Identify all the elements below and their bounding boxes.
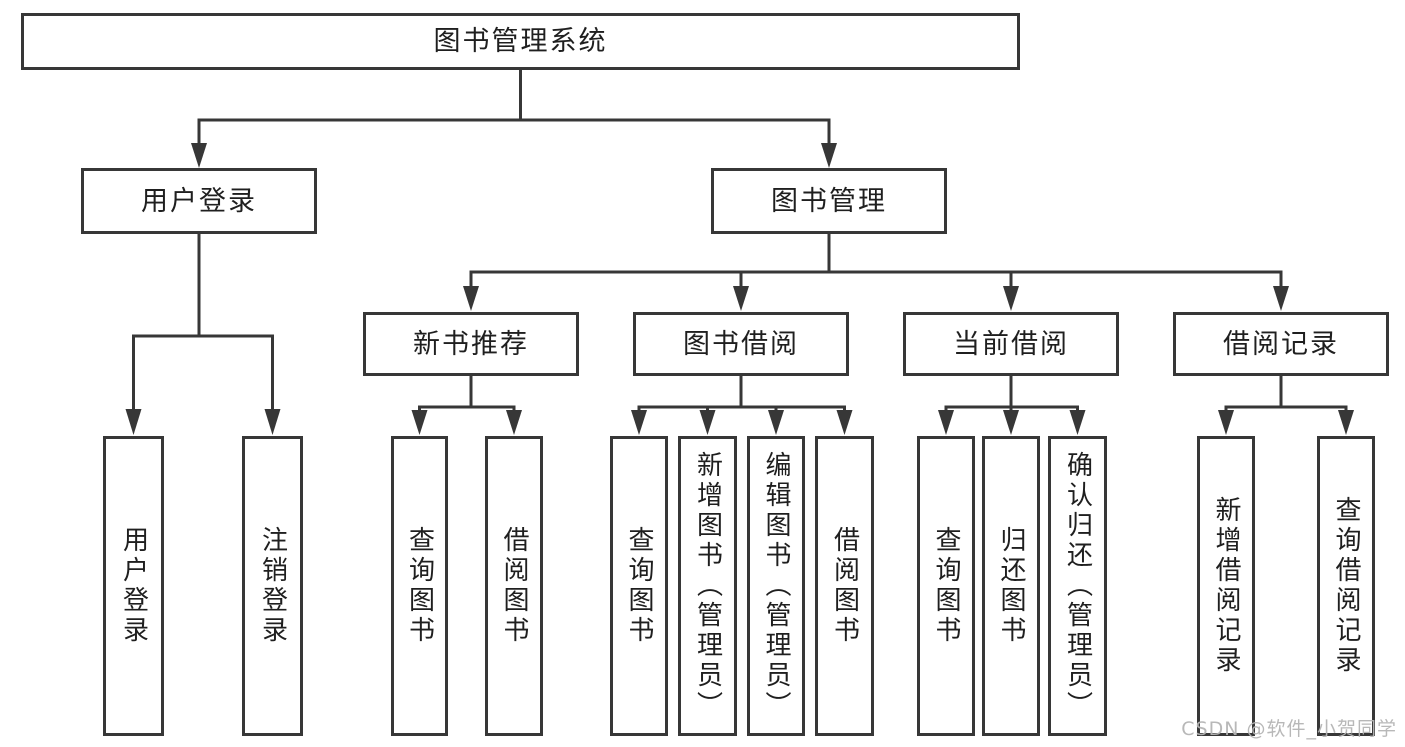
leaf-newrec-query-books: 查询图书 — [391, 436, 448, 736]
connector-new-rec-children — [411, 376, 522, 435]
connector-records-children — [1218, 376, 1354, 435]
leaf-records-add-record: 新增借阅记录 — [1197, 436, 1255, 736]
node-new-book-rec: 新书推荐 — [363, 312, 579, 376]
node-root: 图书管理系统 — [21, 13, 1020, 70]
leaf-borrow-add-books-admin: 新增图书（管理员） — [678, 436, 737, 736]
csdn-watermark: CSDN @软件_小贺同学 — [1181, 718, 1397, 740]
leaf-borrow-edit-books-admin: 编辑图书（管理员） — [747, 436, 805, 736]
connector-root-to-level2 — [191, 70, 837, 168]
leaf-borrow-query-books: 查询图书 — [610, 436, 668, 736]
node-current-borrow: 当前借阅 — [903, 312, 1119, 376]
node-user-login: 用户登录 — [81, 168, 317, 234]
node-book-borrow: 图书借阅 — [633, 312, 849, 376]
connector-book-mgmt-children — [463, 234, 1289, 311]
node-borrow-records: 借阅记录 — [1173, 312, 1389, 376]
leaf-newrec-borrow-books: 借阅图书 — [485, 436, 543, 736]
leaf-current-query-books: 查询图书 — [917, 436, 975, 736]
leaf-user-login: 用户登录 — [103, 436, 164, 736]
connector-current-children — [938, 376, 1086, 435]
leaf-records-query-record: 查询借阅记录 — [1317, 436, 1375, 736]
leaf-current-return-books: 归还图书 — [982, 436, 1040, 736]
connector-user-login-children — [125, 234, 281, 435]
node-book-mgmt: 图书管理 — [711, 168, 947, 234]
leaf-borrow-borrow-books: 借阅图书 — [815, 436, 874, 736]
connector-borrow-children — [631, 376, 853, 435]
leaf-logout: 注销登录 — [242, 436, 303, 736]
leaf-current-confirm-return-admin: 确认归还（管理员） — [1048, 436, 1107, 736]
